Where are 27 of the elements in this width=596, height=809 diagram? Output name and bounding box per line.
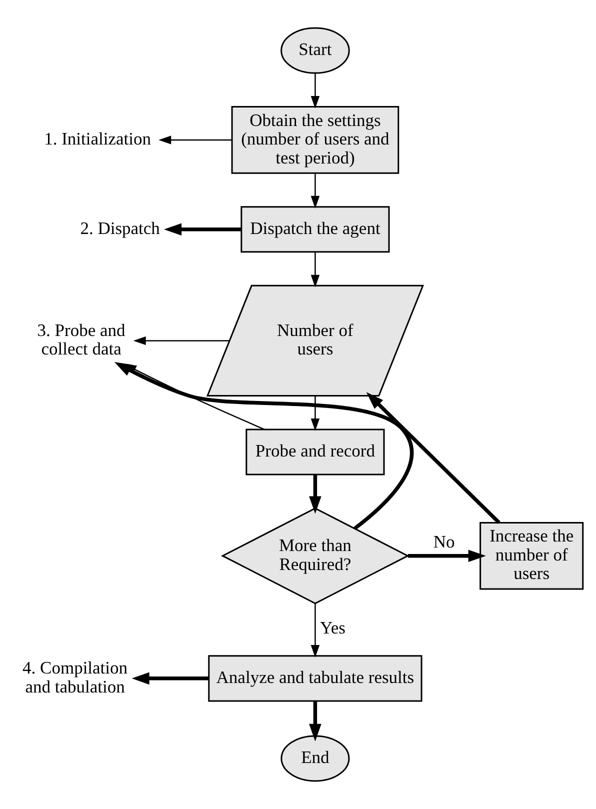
node-box: Probe and record (246, 428, 385, 476)
node-box: Increase the number of users (480, 522, 584, 590)
arrow (133, 336, 230, 346)
arrow (158, 136, 232, 144)
node-text: 1. Initialization (44, 128, 152, 149)
node-text: 4. Compilation and tabulation (22, 658, 128, 696)
arrow (164, 223, 242, 236)
edge-label: Yes (320, 618, 346, 638)
arrow (309, 701, 322, 742)
arrow (310, 396, 320, 432)
node-box: Analyze and tabulate results (208, 655, 422, 702)
arrow (366, 392, 500, 524)
node-text: 3. Probe and collect data (37, 320, 126, 359)
node-box: Obtain the settings (number of users and test period) (231, 106, 400, 174)
arrow (310, 252, 320, 288)
node-text: 2. Dispatch (80, 218, 160, 238)
arrow (309, 474, 322, 514)
arrow (310, 73, 320, 108)
node-diamond: More than Required? (221, 507, 410, 604)
node-box: Dispatch the agent (240, 206, 390, 253)
arrow (310, 604, 320, 658)
arrow (132, 672, 209, 685)
arrow (408, 550, 486, 562)
arrow (310, 174, 320, 208)
edge-label: No (433, 531, 455, 552)
node-ellipse: Start (280, 27, 350, 74)
node-ellipse: End (280, 735, 350, 782)
